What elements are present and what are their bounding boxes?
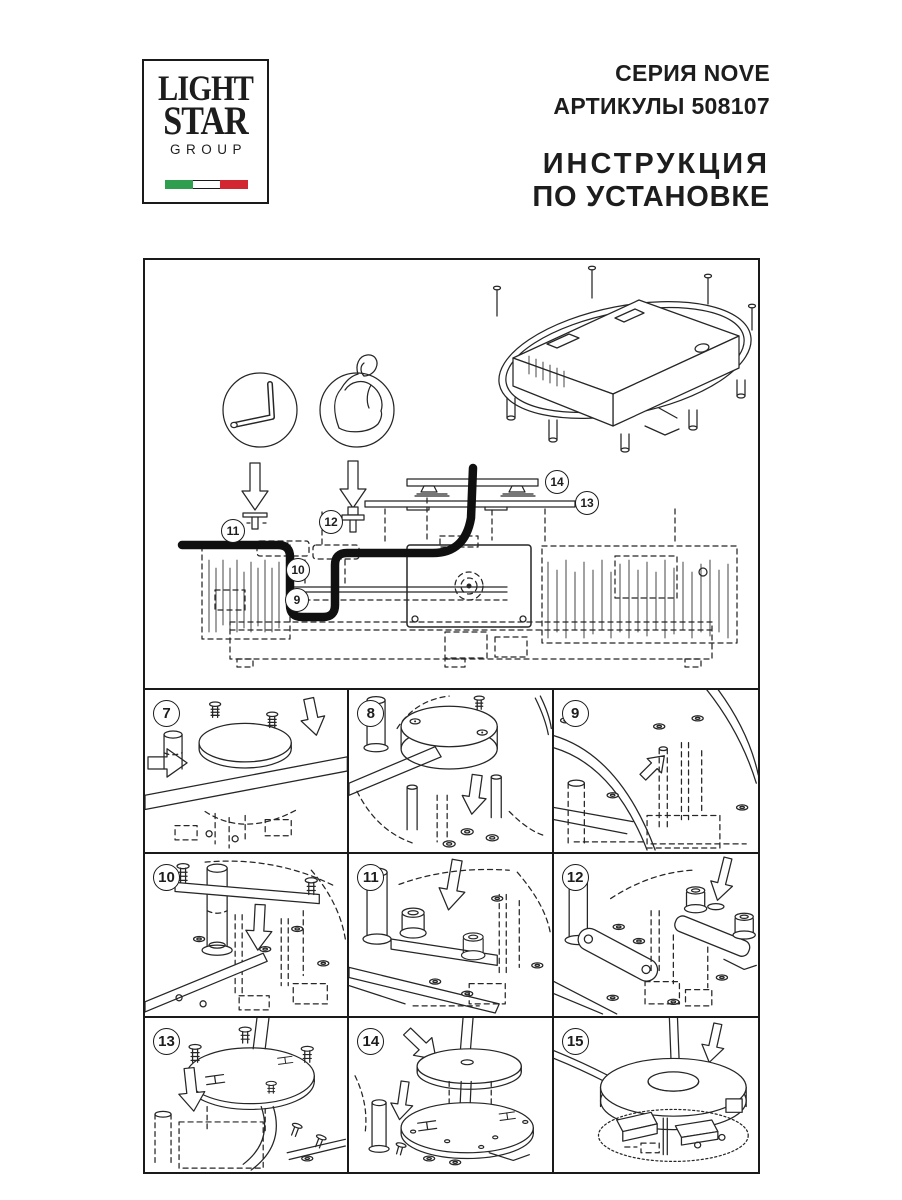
flag-green-stripe [165, 180, 193, 189]
instruction-title-line2: ПО УСТАНОВКЕ [532, 181, 770, 213]
step-9-illustration [553, 690, 758, 851]
callout-12-label: 12 [324, 515, 338, 529]
step-panel-10: 10 [145, 854, 350, 1018]
step-panel-14: 14 [349, 1018, 554, 1172]
step-11-label: 11 [362, 869, 379, 886]
callout-10-label: 10 [291, 563, 305, 577]
logo-word-group: GROUP [169, 142, 247, 157]
step-14-label: 14 [362, 1033, 380, 1050]
italy-flag-icon [165, 180, 249, 189]
callout-9: 9 [285, 588, 309, 612]
steps-grid: 7 [143, 688, 760, 1174]
step-15-illustration [553, 1018, 749, 1163]
part-12-screw [341, 506, 365, 533]
step-8-illustration [349, 695, 552, 848]
down-arrow [241, 462, 269, 511]
step-panel-11: 11 [349, 854, 554, 1018]
overview-diagram-illustration [177, 265, 757, 668]
step-panel-9: 9 [553, 690, 758, 854]
step-number-10: 10 [153, 864, 180, 891]
callout-11-label: 11 [226, 524, 240, 538]
series-title: СЕРИЯ NOVE [615, 60, 770, 86]
callout-10: 10 [286, 558, 310, 582]
step-number-11: 11 [357, 864, 385, 891]
callout-11: 11 [221, 519, 245, 543]
hex-key-icon [222, 372, 298, 448]
part-11-screw [242, 512, 268, 530]
step-number-7: 7 [153, 700, 180, 727]
step-number-14: 14 [357, 1028, 385, 1055]
step-10-label: 10 [158, 869, 175, 886]
flag-red-stripe [220, 180, 249, 189]
step-panel-7: 7 [145, 690, 350, 854]
step-panel-13: 13 [145, 1018, 350, 1172]
step-panel-8: 8 [349, 690, 554, 854]
step-12-label: 12 [566, 869, 584, 886]
step-number-12: 12 [561, 864, 589, 891]
callout-14: 14 [545, 470, 569, 494]
callout-12: 12 [319, 510, 343, 534]
step-7-illustration [145, 696, 348, 849]
step-13-label: 13 [158, 1033, 175, 1050]
step-13-illustration [154, 1018, 346, 1171]
muscle-icon [319, 354, 395, 448]
step-12-illustration [553, 856, 757, 1015]
step-panel-12: 12 [553, 854, 758, 1018]
callout-13-label: 13 [580, 496, 594, 510]
step-8-label: 8 [366, 705, 375, 722]
step-number-9: 9 [561, 700, 589, 727]
header: СЕРИЯ NOVE АРТИКУЛЫ 508107 ИНСТРУКЦИЯ ПО… [532, 57, 770, 214]
step-number-15: 15 [561, 1028, 589, 1055]
step-14-illustration [354, 1018, 535, 1166]
ceiling-mount-isometric [492, 265, 757, 453]
step-number-8: 8 [357, 700, 385, 727]
callout-13: 13 [575, 491, 599, 515]
callout-14-label: 14 [550, 475, 564, 489]
logo-word-light: LIGHT [158, 69, 254, 109]
instruction-title-line1: ИНСТРУКЦИЯ [542, 148, 770, 180]
step-panel-15: 15 [553, 1018, 758, 1172]
lightstar-logo: LIGHT STAR GROUP [142, 59, 269, 204]
callout-9-label: 9 [293, 593, 301, 607]
logo-word-star: STAR [163, 99, 249, 144]
articles-title: АРТИКУЛЫ 508107 [553, 93, 770, 119]
step-10-illustration [145, 860, 346, 1013]
step-7-label: 7 [162, 705, 171, 722]
step-9-label: 9 [570, 705, 580, 722]
step-number-13: 13 [153, 1028, 180, 1055]
flag-white-stripe [192, 180, 221, 189]
overview-diagram-panel: 9 10 11 12 13 14 [143, 258, 760, 690]
down-arrow [339, 460, 367, 509]
step-15-label: 15 [566, 1033, 584, 1050]
